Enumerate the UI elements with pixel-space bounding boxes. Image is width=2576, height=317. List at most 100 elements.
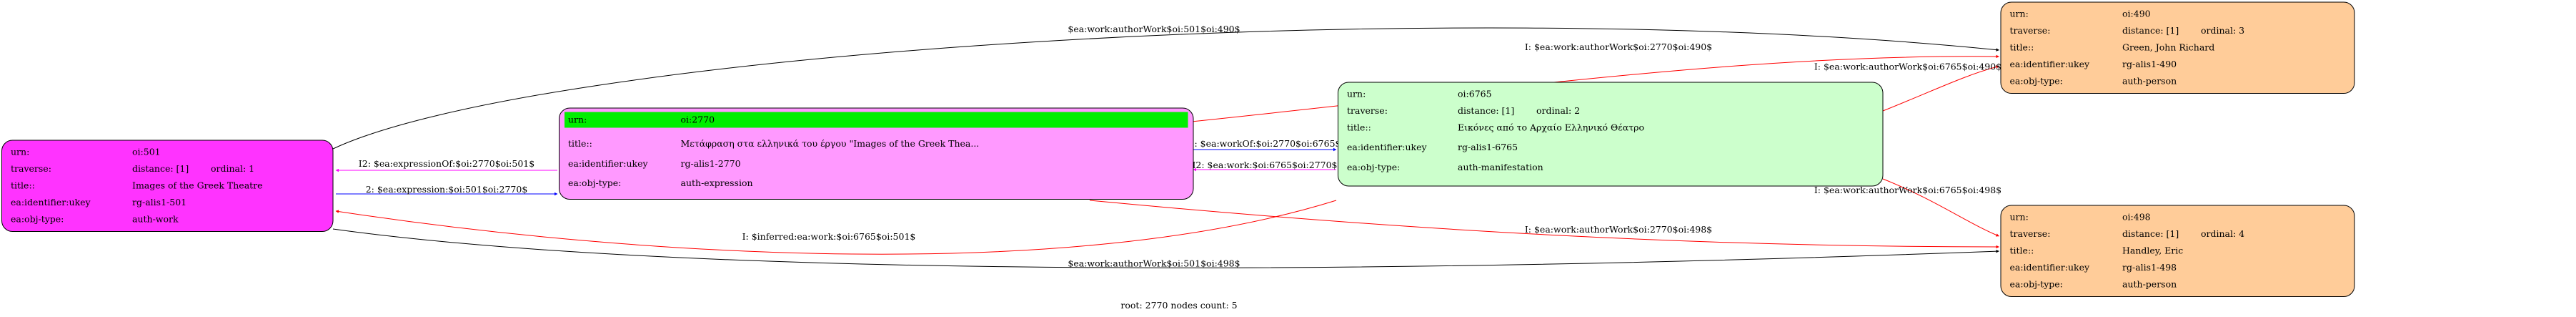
traverse-label: traverse:	[1347, 105, 1388, 116]
title-label: title::	[11, 180, 35, 191]
urn-value: oi:501	[132, 147, 161, 157]
node-2770[interactable]: urn: oi:2770 title:: Μετάφραση στα ελλην…	[559, 107, 1194, 200]
distance-value: distance: [1]	[2122, 25, 2179, 36]
svg-text:Εικόνες από το Αρχαίο Ελληνικό: Εικόνες από το Αρχαίο Ελληνικό Θέατρο	[1458, 122, 1644, 133]
svg-text:rg-alis1-490: rg-alis1-490	[2122, 59, 2177, 69]
svg-text:oi:498: oi:498	[2122, 212, 2151, 223]
node-498[interactable]: urn: oi:498 traverse: distance: [1] ordi…	[2000, 205, 2355, 297]
node-501-box	[1, 140, 334, 232]
svg-text:traverse:: traverse:	[1347, 105, 1388, 116]
title-value: Green, John Richard	[2122, 42, 2214, 53]
ordinal-value: ordinal: 2	[1536, 105, 1580, 116]
traverse-label: traverse:	[2010, 228, 2051, 239]
svg-text:traverse:: traverse:	[2010, 228, 2051, 239]
svg-text:traverse:: traverse:	[2010, 25, 2051, 36]
ukey-value: rg-alis1-498	[2122, 262, 2177, 273]
edge-2770-498[interactable]	[1089, 200, 1999, 249]
type-value: auth-expression	[681, 177, 753, 188]
svg-text:urn:: urn:	[2010, 9, 2029, 19]
svg-text:oi:490: oi:490	[2122, 9, 2151, 19]
node-2770-box	[559, 107, 1194, 200]
ukey-label: ea:identifier:ukey	[2010, 262, 2090, 273]
svg-text:Green, John Richard: Green, John Richard	[2122, 42, 2214, 53]
edge-label-501-490: $ea:work:authorWork$oi:501$oi:490$	[1068, 24, 1240, 34]
svg-text:auth-manifestation: auth-manifestation	[1458, 162, 1543, 172]
ukey-value: rg-alis1-501	[132, 197, 187, 208]
svg-text:traverse:: traverse:	[11, 163, 51, 174]
edge-label-2770-501: I2: $ea:expressionOf:$oi:2770$oi:501$	[359, 158, 534, 169]
urn-value: oi:498	[2122, 212, 2151, 223]
title-value: Μετάφραση στα ελληνικά του έργου "Images…	[681, 138, 980, 149]
urn-label: urn:	[2010, 212, 2029, 223]
type-label: ea:obj-type:	[1347, 162, 1400, 172]
svg-text:auth-work: auth-work	[132, 214, 179, 225]
svg-text:title::: title::	[11, 180, 35, 191]
title-value: Handley, Eric	[2122, 245, 2183, 256]
svg-text:title::: title::	[2010, 245, 2034, 256]
ukey-value: rg-alis1-6765	[1458, 142, 1518, 152]
edge-label-6765-498: I: $ea:work:authorWork$oi:6765$oi:498$	[1814, 185, 2001, 195]
urn-label: urn:	[568, 114, 587, 125]
svg-text:ea:identifier:ukey: ea:identifier:ukey	[2010, 262, 2090, 273]
type-value: auth-work	[132, 214, 179, 225]
svg-text:rg-alis1-498: rg-alis1-498	[2122, 262, 2177, 273]
edge-label-6765-490: I: $ea:work:authorWork$oi:6765$oi:490$	[1814, 62, 2001, 72]
svg-text:Handley, Eric: Handley, Eric	[2122, 245, 2183, 256]
edge-6765-501[interactable]	[335, 200, 1337, 255]
svg-text:ea:obj-type:: ea:obj-type:	[11, 214, 64, 225]
node-490[interactable]: urn: oi:490 traverse: distance: [1] ordi…	[2000, 1, 2355, 94]
urn-label: urn:	[2010, 9, 2029, 19]
ukey-value: rg-alis1-2770	[681, 158, 741, 169]
svg-text:ea:obj-type:: ea:obj-type:	[1347, 162, 1400, 172]
svg-text:auth-person: auth-person	[2122, 279, 2177, 290]
type-label: ea:obj-type:	[11, 214, 64, 225]
svg-text:ordinal: 4: ordinal: 4	[2201, 228, 2244, 239]
edge-6765-490[interactable]	[1882, 65, 1999, 112]
title-value: Images of the Greek Theatre	[132, 180, 263, 191]
urn-label: urn:	[1347, 89, 1366, 99]
svg-text:ea:obj-type:: ea:obj-type:	[568, 177, 621, 188]
node-498-box	[2000, 205, 2355, 297]
svg-text:distance: [1]: distance: [1]	[2122, 25, 2179, 36]
node-501[interactable]: urn: oi:501 traverse: distance: [1] ordi…	[1, 140, 334, 232]
svg-text:auth-person: auth-person	[2122, 76, 2177, 87]
edge-label-501-2770: 2: $ea:expression:$oi:501$oi:2770$	[366, 184, 528, 195]
svg-text:oi:2770: oi:2770	[681, 114, 715, 125]
type-label: ea:obj-type:	[2010, 279, 2063, 290]
edge-label-501-498: $ea:work:authorWork$oi:501$oi:498$	[1068, 258, 1240, 269]
svg-text:title::: title::	[568, 138, 592, 149]
type-label: ea:obj-type:	[568, 177, 621, 188]
svg-text:ea:identifier:ukey: ea:identifier:ukey	[568, 158, 648, 169]
urn-value: oi:490	[2122, 9, 2151, 19]
svg-text:urn:: urn:	[1347, 89, 1366, 99]
svg-text:ordinal: 2: ordinal: 2	[1536, 105, 1580, 116]
svg-text:ordinal: 1: ordinal: 1	[211, 163, 254, 174]
svg-text:title::: title::	[2010, 42, 2034, 53]
svg-text:urn:: urn:	[568, 114, 587, 125]
ukey-label: ea:identifier:ukey	[568, 158, 648, 169]
edge-label-6765-2770: I2: $ea:work:$oi:6765$oi:2770$	[1192, 160, 1337, 170]
edge-2770-490[interactable]	[1191, 54, 1999, 122]
distance-value: distance: [1]	[132, 163, 189, 174]
svg-text:ea:identifier:ukey: ea:identifier:ukey	[2010, 59, 2090, 69]
svg-text:urn:: urn:	[2010, 212, 2029, 223]
edges	[332, 27, 1999, 268]
title-value: Εικόνες από το Αρχαίο Ελληνικό Θέατρο	[1458, 122, 1644, 133]
svg-text:Μετάφραση στα ελληνικά του έργ: Μετάφραση στα ελληνικά του έργου "Images…	[681, 138, 980, 149]
edge-501-498[interactable]	[332, 228, 1999, 268]
svg-text:ea:identifier:ukey: ea:identifier:ukey	[11, 197, 91, 208]
svg-text:rg-alis1-2770: rg-alis1-2770	[681, 158, 741, 169]
edge-6765-498[interactable]	[1882, 178, 1999, 237]
traverse-label: traverse:	[2010, 25, 2051, 36]
svg-text:distance: [1]: distance: [1]	[1458, 105, 1514, 116]
type-value: auth-person	[2122, 76, 2177, 87]
edge-501-490[interactable]	[332, 27, 1999, 150]
edge-label-2770-490: I: $ea:work:authorWork$oi:2770$oi:490$	[1525, 42, 1712, 52]
node-6765[interactable]: urn: oi:6765 traverse: distance: [1] ord…	[1338, 82, 1884, 187]
node-6765-box	[1338, 82, 1884, 187]
svg-text:ea:obj-type:: ea:obj-type:	[2010, 76, 2063, 87]
edge-label-2770-498: I: $ea:work:authorWork$oi:2770$oi:498$	[1525, 224, 1712, 235]
ukey-label: ea:identifier:ukey	[11, 197, 91, 208]
urn-highlight	[565, 112, 1188, 128]
